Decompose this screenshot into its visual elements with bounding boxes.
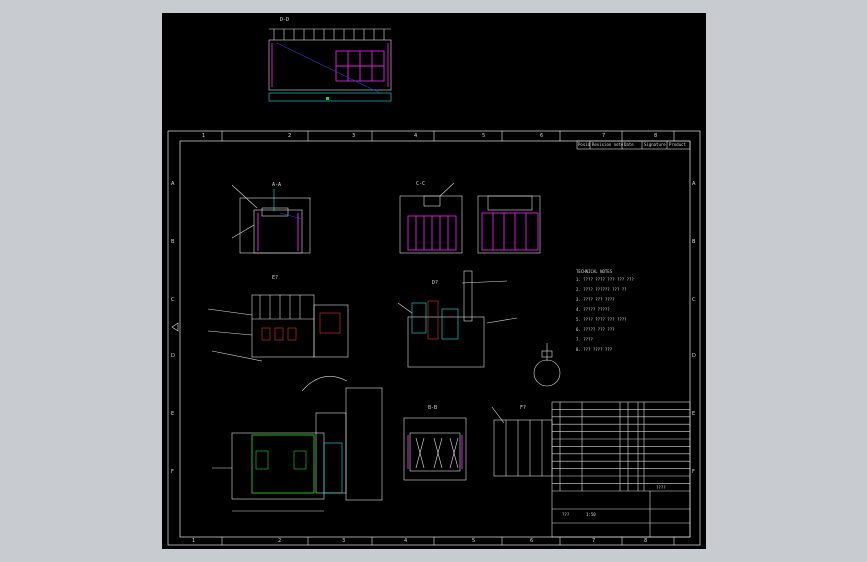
grid-row-C-l: C xyxy=(171,297,175,303)
label-view-f: F? xyxy=(520,405,527,411)
grid-top-2: 2 xyxy=(288,133,292,139)
label-view-dd: D-D xyxy=(280,17,290,23)
inner-frame xyxy=(179,140,691,538)
grid-top-7: 7 xyxy=(602,133,606,139)
view-d xyxy=(397,270,518,368)
rev-header-product: Product xyxy=(669,142,686,147)
grid-row-D-r: D xyxy=(692,353,696,359)
drawing-sheet: D-D A-A C-C E? D? B-B F? Posid Revision … xyxy=(162,13,706,549)
view-dd xyxy=(268,28,392,102)
note-line: 7. ???? xyxy=(576,337,593,342)
note-line: 3. ???? ??? ???? xyxy=(576,297,615,302)
grid-row-E-r: E xyxy=(692,411,696,417)
grid-bottom-7: 7 xyxy=(592,538,596,544)
grid-bottom-4: 4 xyxy=(404,538,408,544)
title-block xyxy=(551,401,691,538)
view-f xyxy=(491,406,553,477)
grid-row-F-r: F xyxy=(692,469,695,475)
rev-header-date: Date xyxy=(624,142,634,147)
grid-top-5: 5 xyxy=(482,133,486,139)
grid-row-E-l: E xyxy=(171,411,175,417)
note-line: 6. ????? ??? ??? xyxy=(576,327,615,332)
grid-bottom-2: 2 xyxy=(278,538,282,544)
detail-circle xyxy=(533,343,561,387)
grid-top-8: 8 xyxy=(654,133,658,139)
view-cc xyxy=(399,182,463,254)
view-bb xyxy=(403,417,467,481)
grid-row-F-l: F xyxy=(171,469,174,475)
view-aa xyxy=(231,184,311,254)
grid-row-C-r: C xyxy=(692,297,696,303)
grid-top-6: 6 xyxy=(540,133,544,139)
label-view-aa: A-A xyxy=(272,182,282,188)
label-view-cc: C-C xyxy=(416,181,426,187)
grid-bottom-3: 3 xyxy=(342,538,346,544)
rev-header-posid: Posid xyxy=(578,142,591,147)
grid-top-1: 1 xyxy=(202,133,206,139)
cad-drawing xyxy=(167,28,701,546)
grid-row-A-r: A xyxy=(692,181,696,187)
view-plan xyxy=(212,376,383,512)
note-line: 2. ???? ?????? ??? ?? xyxy=(576,287,627,292)
note-line: 1. ???? ???? ??? ??? ??? xyxy=(576,277,634,282)
title-owner: ???? xyxy=(656,485,666,490)
grid-row-D-l: D xyxy=(171,353,175,359)
revision-table xyxy=(576,140,691,150)
title-drawing-no: ??? xyxy=(562,512,570,517)
rev-header-note: Revision note xyxy=(592,142,624,147)
grid-bottom-6: 6 xyxy=(530,538,534,544)
grid-row-A-l: A xyxy=(171,181,175,187)
note-line: 4. ????? ????? xyxy=(576,307,610,312)
grid-top-4: 4 xyxy=(414,133,418,139)
note-line: 8. ??? ???? ??? xyxy=(576,347,613,352)
grid-row-B-r: B xyxy=(692,239,696,245)
label-view-e: E? xyxy=(272,275,279,281)
view-e xyxy=(207,294,349,362)
notes-title: TECHNICAL NOTES xyxy=(576,269,613,274)
view-side-c xyxy=(477,195,541,254)
grid-top-3: 3 xyxy=(352,133,356,139)
rev-header-signature: Signature xyxy=(644,142,666,147)
grid-bottom-8: 8 xyxy=(644,538,648,544)
grid-row-B-l: B xyxy=(171,239,175,245)
grid-bottom-1: 1 xyxy=(192,538,196,544)
grid-bottom-5: 5 xyxy=(472,538,476,544)
label-view-bb: B-B xyxy=(428,405,438,411)
note-line: 5. ???? ???? ??? ???? xyxy=(576,317,627,322)
title-scale: 1:50 xyxy=(586,512,596,517)
label-view-d: D? xyxy=(432,280,439,286)
